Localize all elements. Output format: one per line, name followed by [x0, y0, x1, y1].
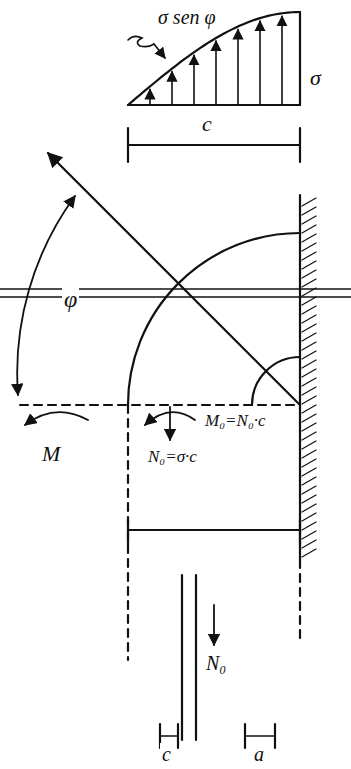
- wall-hatch: [302, 360, 316, 368]
- dimension-label: c: [160, 743, 173, 765]
- stress-label: σ: [308, 66, 323, 90]
- stress-label: σ sen φ: [156, 6, 218, 28]
- force-arrow: [169, 407, 171, 440]
- moment-label: M₀=N₀·c: [203, 412, 268, 431]
- wall-hatch: [302, 225, 316, 233]
- angle-label: φ: [62, 286, 79, 312]
- projection-line: [299, 560, 301, 640]
- wall-hatch: [302, 351, 316, 359]
- wall-hatch: [302, 207, 316, 215]
- wall-hatch: [302, 387, 316, 395]
- wall-hatch: [302, 405, 316, 413]
- bracket-line: [128, 529, 300, 531]
- wall-line: [299, 195, 301, 560]
- wall-hatch: [302, 495, 316, 503]
- moment-label: M: [40, 442, 62, 466]
- stress-arrow: [149, 89, 151, 104]
- stress-arrow: [259, 21, 261, 104]
- moment-arrow: [25, 412, 88, 425]
- projection-line: [127, 405, 129, 660]
- wall-hatch: [302, 324, 316, 332]
- wall-hatch: [302, 531, 316, 539]
- plate-line: [0, 296, 351, 298]
- wall-hatch: [302, 261, 316, 269]
- wall-hatch: [302, 378, 316, 386]
- wall-hatch: [302, 549, 316, 557]
- wall-hatch: [302, 243, 316, 251]
- stress-arrow: [281, 16, 283, 104]
- wall-hatch: [302, 414, 316, 422]
- wall-hatch: [302, 342, 316, 350]
- dimension-label: a: [252, 743, 266, 765]
- wall-hatch: [302, 441, 316, 449]
- wall-hatch: [302, 333, 316, 341]
- stress-arrow: [193, 55, 195, 104]
- axis-line: [20, 404, 300, 406]
- wall-hatch: [302, 450, 316, 458]
- stress-arrow: [215, 41, 217, 104]
- wall-hatch: [302, 486, 316, 494]
- wall-hatch: [302, 522, 316, 530]
- force-label: N₀: [204, 652, 228, 674]
- wall-hatch: [302, 423, 316, 431]
- wall-hatch: [302, 396, 316, 404]
- bracket-tick: [127, 520, 129, 545]
- wall-hatch: [302, 459, 316, 467]
- wall-hatch: [302, 216, 316, 224]
- wall-hatch: [302, 315, 316, 323]
- wall-hatch: [302, 432, 316, 440]
- dimension-tick: [127, 128, 129, 162]
- dimension-tick: [299, 128, 301, 162]
- column-line: [181, 575, 183, 740]
- dimension-line: [245, 735, 275, 736]
- wall-hatch: [302, 198, 316, 206]
- wall-hatch: [302, 252, 316, 260]
- force-arrow: [213, 605, 215, 645]
- wall-hatch: [302, 540, 316, 548]
- stress-base: [128, 104, 300, 106]
- radial-line: [48, 153, 300, 405]
- dimension-line: [160, 735, 178, 736]
- force-label: N₀=σ·c: [146, 448, 199, 467]
- wall-hatch: [302, 270, 316, 278]
- wall-hatch: [302, 504, 316, 512]
- leader-arrow: [154, 44, 165, 58]
- stress-arrow: [237, 30, 239, 104]
- wall-hatch: [302, 297, 316, 305]
- dimension-label: c: [200, 112, 214, 136]
- wall-hatch: [302, 477, 316, 485]
- stress-edge: [299, 12, 301, 105]
- plate-line: [0, 288, 351, 290]
- wall-hatch: [302, 279, 316, 287]
- wall-hatch: [302, 306, 316, 314]
- column-line: [195, 575, 197, 740]
- wall-hatch: [302, 369, 316, 377]
- wall-hatch: [302, 513, 316, 521]
- stress-arrow: [171, 72, 173, 104]
- wall-hatch: [302, 234, 316, 242]
- wall-hatch: [302, 468, 316, 476]
- leader: [128, 36, 154, 46]
- bracket-tick: [299, 520, 301, 545]
- dimension-line: [128, 144, 300, 146]
